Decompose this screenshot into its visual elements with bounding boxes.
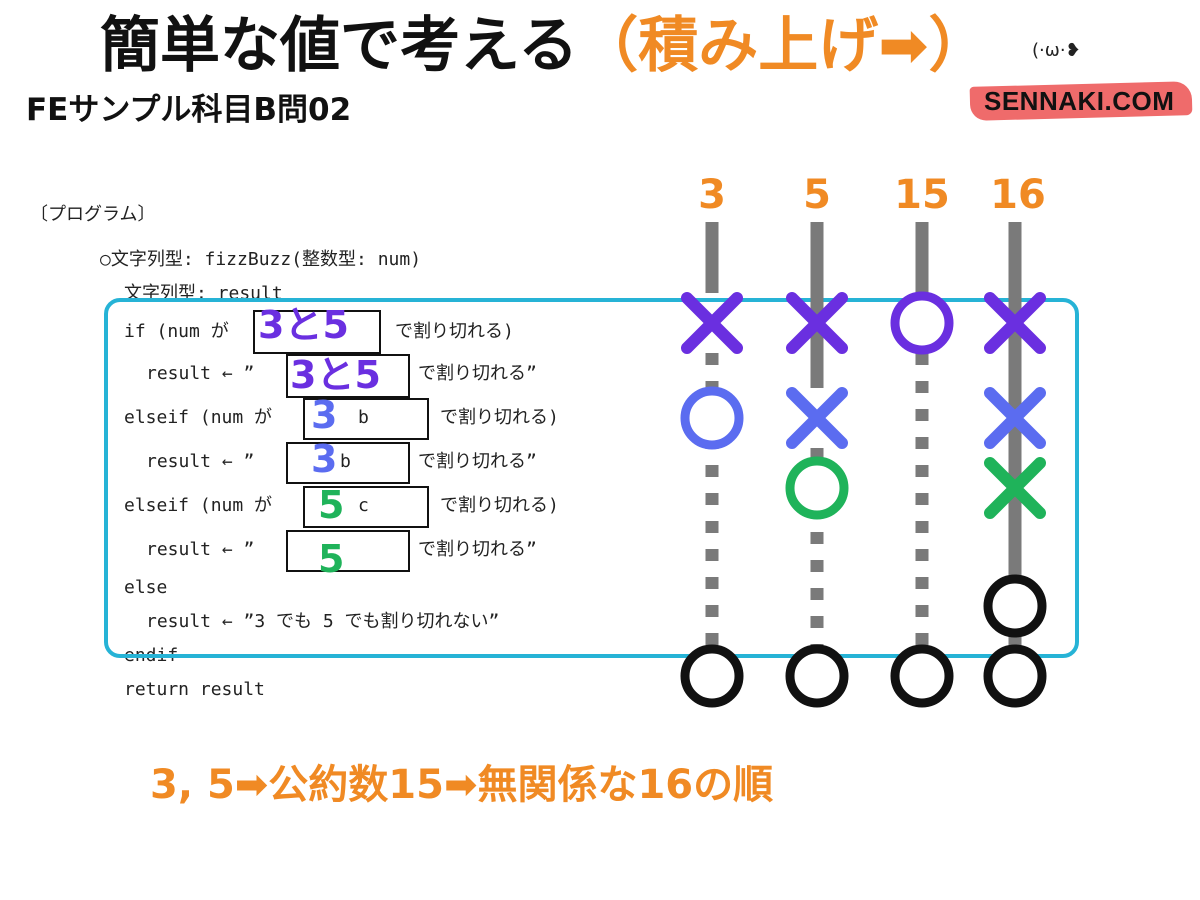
mark-5-row5-circle (785, 644, 849, 708)
mark-16-row1-cross (984, 292, 1046, 354)
return-line: return result (124, 679, 265, 700)
mark-5-row1-cross-stroke-b (786, 292, 848, 354)
mark-15-row5-circle (890, 644, 954, 708)
mark-3-row2-circle (680, 386, 744, 450)
if-line-suffix: で割り切れる) (395, 321, 514, 342)
blank-b-letter-2: b (340, 451, 351, 472)
column-label-15: 15 (894, 172, 950, 218)
else-line: else (124, 577, 168, 598)
trace-marks (680, 291, 1047, 708)
logo-text: SENNAKI.COM (984, 86, 1175, 116)
blank-a-box (253, 310, 381, 354)
result-line-1-prefix: result ← ” (146, 363, 255, 384)
mark-16-row3-cross-stroke-b (984, 457, 1046, 519)
blank-a-box-2 (286, 354, 410, 398)
mark-15-row1-circle (890, 291, 954, 355)
elseif-line-2-prefix: elseif (num が (124, 495, 273, 516)
elseif-line-1-suffix: で割り切れる) (440, 407, 559, 428)
trace-tracks (705, 222, 1022, 648)
mark-16-row1-cross-stroke-b (984, 292, 1046, 354)
elseif-line-1-prefix: elseif (num が (124, 407, 273, 428)
page-title: 簡単な値で考える（積み上げ➡） (100, 4, 988, 88)
mark-5-row2-cross-stroke-b (786, 387, 848, 449)
mark-3-row1-cross (681, 292, 743, 354)
title-main: 簡単な値で考える (100, 11, 579, 81)
fill-a-2: 3と5 (290, 353, 381, 397)
site-logo: (·ω·❥ SENNAKI.COM (968, 40, 1200, 132)
result-line-4: result ← ”3 でも 5 でも割り切れない” (146, 611, 500, 632)
mark-16-row2-cross (984, 387, 1046, 449)
logo-face: (·ω·❥ (1032, 40, 1081, 61)
title-accent: （積み上げ➡） (578, 11, 989, 81)
result-line-2-suffix: で割り切れる” (418, 451, 537, 472)
blank-b-box (303, 398, 429, 440)
conditional-block-frame (104, 298, 1079, 658)
program-signature: ○文字列型: fizzBuzz(整数型: num) (100, 249, 422, 270)
fill-b-2: 3 (311, 437, 338, 481)
result-line-1-suffix: で割り切れる” (418, 363, 537, 384)
mark-16-row5-circle (983, 644, 1047, 708)
column-label-3: 3 (698, 172, 726, 218)
result-line-3-suffix: で割り切れる” (418, 539, 537, 560)
program-header: 〔プログラム〕 (30, 204, 156, 225)
blank-b-letter: b (358, 407, 369, 428)
column-label-16: 16 (990, 172, 1046, 218)
mark-5-row3-circle (785, 456, 849, 520)
mark-5-row2-cross (786, 387, 848, 449)
mark-3-row1-cross-stroke-b (681, 292, 743, 354)
result-line-3-prefix: result ← ” (146, 539, 255, 560)
if-line-prefix: if (num が (124, 321, 229, 342)
mark-16-row2-cross-stroke-b (984, 387, 1046, 449)
blank-b-box-2 (286, 442, 410, 484)
column-label-5: 5 (803, 172, 831, 218)
fill-c: 5 (318, 483, 345, 527)
fill-b: 3 (311, 393, 338, 437)
mark-16-row4-circle (983, 574, 1047, 638)
fill-c-2: 5 (318, 537, 345, 581)
blank-c-box-2 (286, 530, 410, 572)
fill-a: 3と5 (258, 303, 349, 347)
mark-16-row3-cross (984, 457, 1046, 519)
mark-3-row5-circle (680, 644, 744, 708)
blank-c-letter: c (358, 495, 369, 516)
blank-c-box (303, 486, 429, 528)
result-line-2-prefix: result ← ” (146, 451, 255, 472)
page-subtitle: FEサンプル科目B問02 (26, 92, 352, 128)
summary-text: 3, 5➡公約数15➡無関係な16の順 (150, 762, 774, 808)
elseif-line-2-suffix: で割り切れる) (440, 495, 559, 516)
mark-5-row1-cross (786, 292, 848, 354)
